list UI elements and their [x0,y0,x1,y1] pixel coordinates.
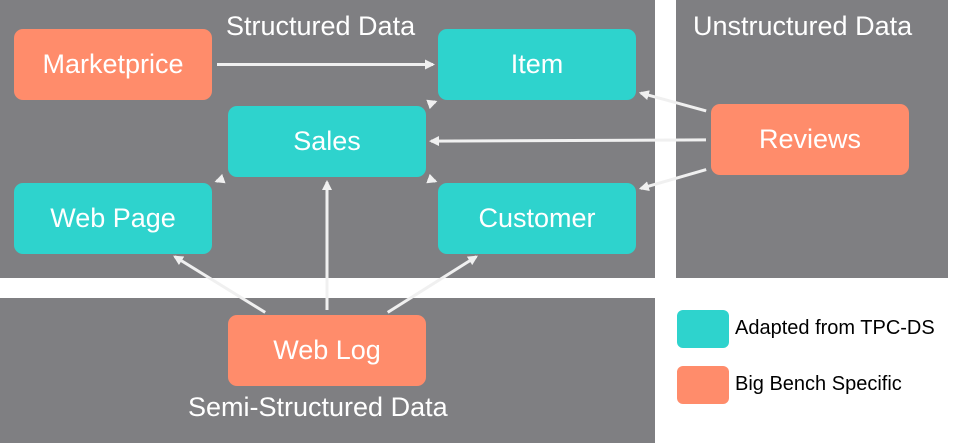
semi-structured-data-label: Semi-Structured Data [188,392,448,422]
unstructured-data-label: Unstructured Data [693,11,913,41]
legend-label-adapted: Adapted from TPC-DS [735,317,935,339]
reviews-node[interactable]: Reviews [711,104,909,175]
item-node[interactable]: Item [438,29,636,100]
web-log-node[interactable]: Web Log [228,315,426,386]
structured-data-label: Structured Data [226,11,416,41]
marketprice-node[interactable]: Marketprice [14,29,212,100]
legend-swatch-specific [677,366,729,404]
legend-swatch-adapted [677,310,729,348]
legend-label-specific: Big Bench Specific [735,373,902,395]
customer-node[interactable]: Customer [438,183,636,254]
sales-node[interactable]: Sales [228,106,426,177]
web-page-node[interactable]: Web Page [14,183,212,254]
